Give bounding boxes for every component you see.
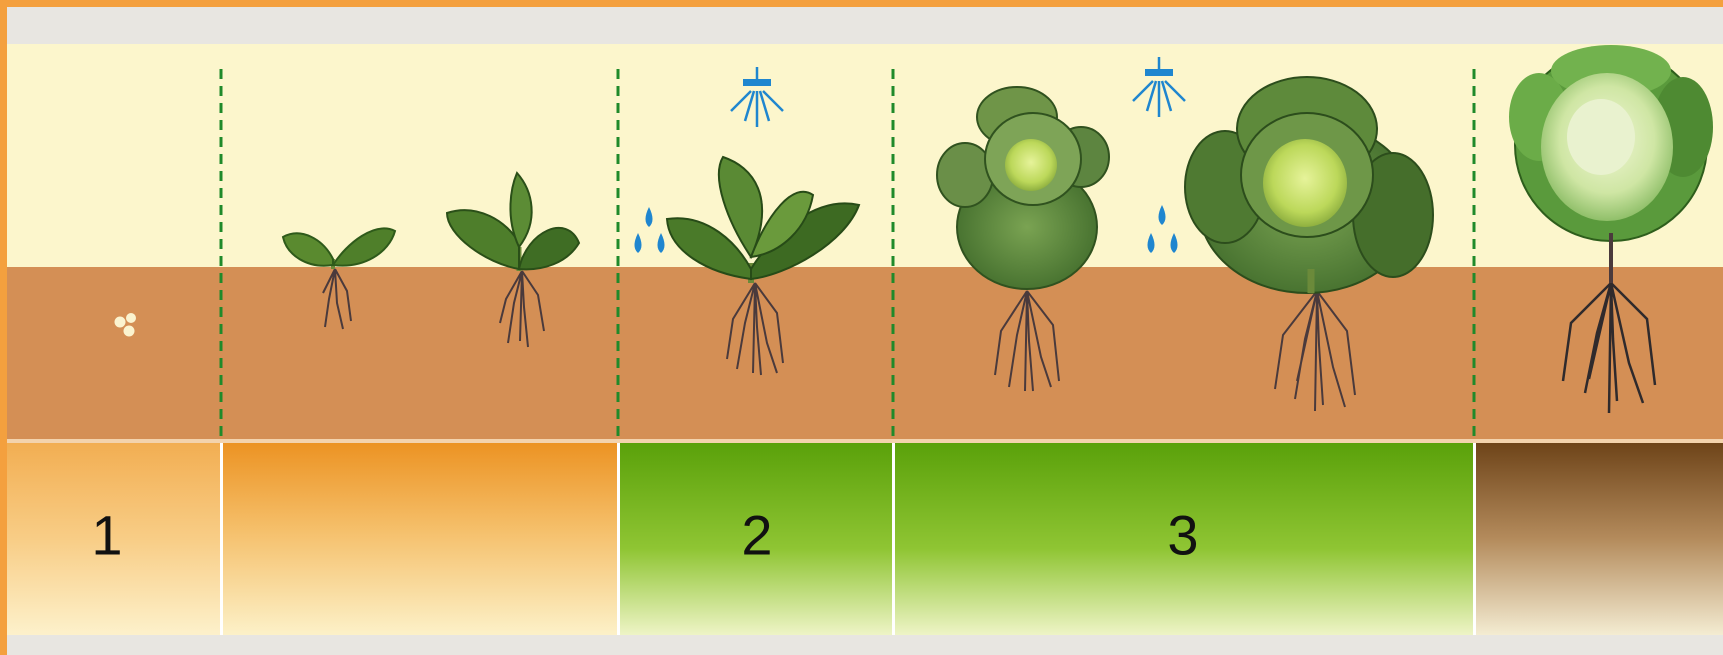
- soil-bottom-line: [7, 439, 1723, 443]
- harvest-band: [1476, 443, 1723, 635]
- diagram-frame: 1 2 3: [7, 7, 1723, 655]
- stage-number-3: 3: [1167, 504, 1198, 567]
- band-separator: [892, 443, 895, 635]
- sky-area: [7, 44, 1723, 267]
- stage-1-band-continued: [223, 443, 617, 635]
- band-separator: [617, 443, 620, 635]
- stage-number-1: 1: [91, 504, 122, 567]
- band-separator: [220, 443, 223, 635]
- band-separator: [1473, 443, 1476, 635]
- stage-number-2: 2: [741, 504, 772, 567]
- soil-area: [7, 267, 1723, 441]
- cabbage-growth-stages-diagram: 1 2 3: [7, 7, 1723, 655]
